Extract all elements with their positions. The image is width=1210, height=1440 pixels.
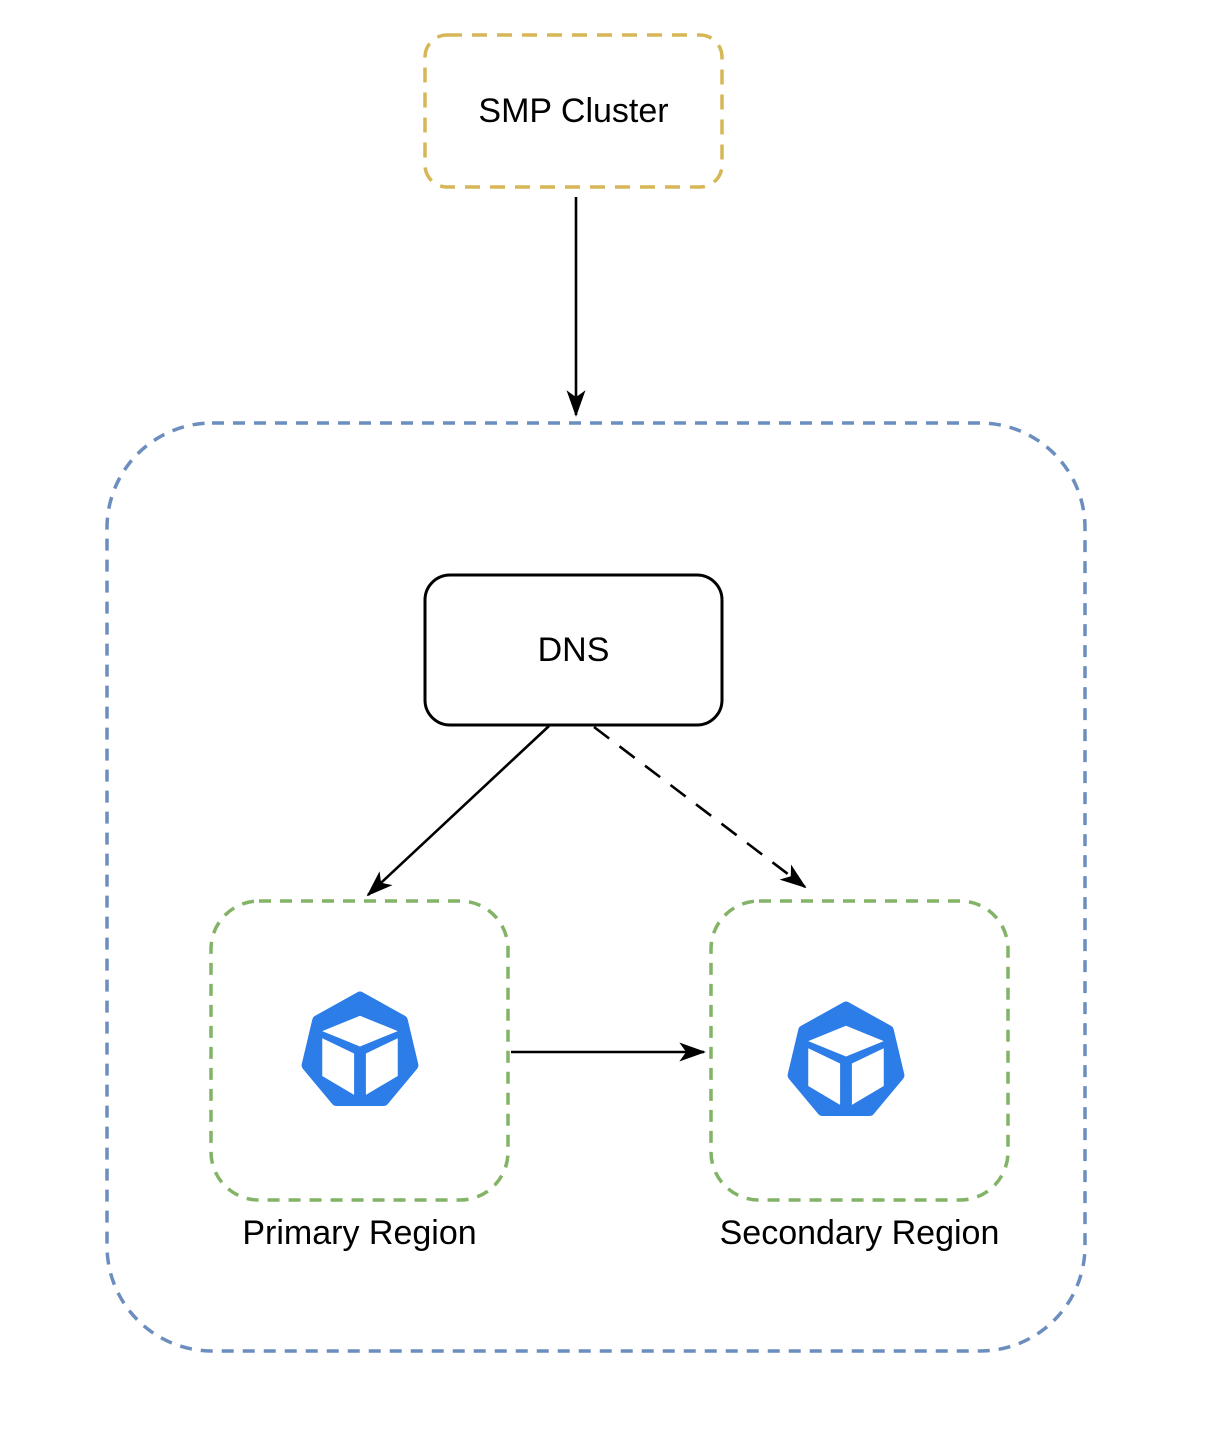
dns-label: DNS	[537, 630, 610, 669]
container-multi-region	[105, 421, 1087, 1353]
cluster-cube-icon	[787, 1001, 905, 1117]
node-smp-cluster	[423, 33, 724, 189]
edge-dns-to-secondary	[593, 725, 807, 889]
secondary-region-label: Secondary Region	[719, 1213, 1000, 1252]
smp-cluster-label: SMP Cluster	[478, 91, 669, 130]
primary-region-label: Primary Region	[242, 1213, 477, 1252]
node-dns	[423, 573, 724, 727]
edge-dns-to-primary	[366, 725, 550, 897]
cluster-cube-icon	[301, 991, 419, 1107]
